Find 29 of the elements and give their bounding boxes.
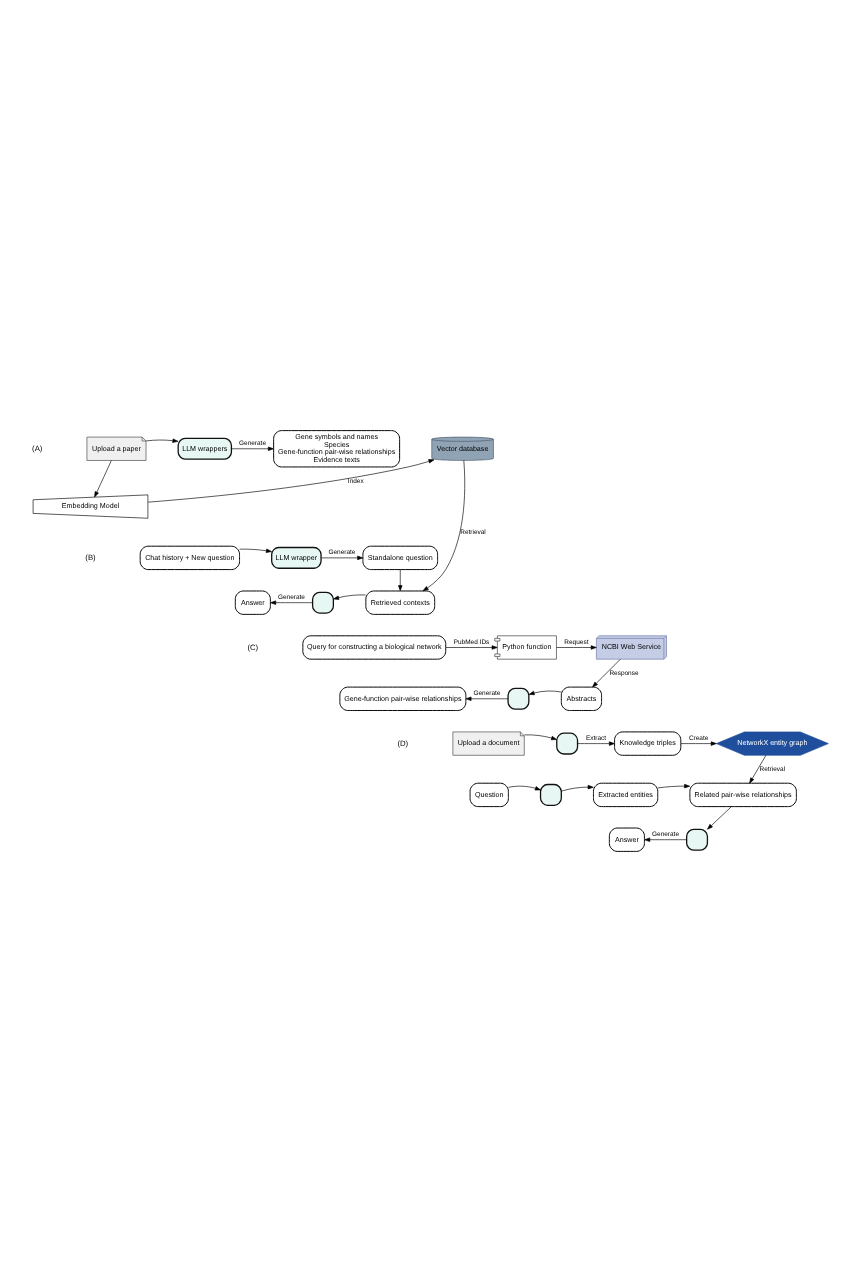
arrow xyxy=(556,644,597,649)
arrow xyxy=(239,547,272,552)
arrow xyxy=(445,644,498,649)
arrow xyxy=(657,783,691,788)
arrow xyxy=(577,740,615,745)
arrow xyxy=(561,783,594,791)
arrow xyxy=(231,445,274,450)
node-box xyxy=(311,590,335,613)
arrow xyxy=(508,784,541,790)
node-box xyxy=(556,731,579,754)
arrow xyxy=(398,568,403,591)
arrow xyxy=(749,754,767,783)
arrow xyxy=(680,740,717,745)
arrow xyxy=(94,459,112,497)
node-box xyxy=(539,782,562,805)
arrow xyxy=(145,437,179,442)
node-box xyxy=(507,686,530,709)
arrow xyxy=(592,657,621,687)
arrow xyxy=(707,805,732,829)
arrow xyxy=(320,554,364,560)
arrow xyxy=(644,836,687,841)
arrow xyxy=(524,733,557,740)
arrow xyxy=(270,599,313,604)
arrow xyxy=(147,458,435,502)
arrow xyxy=(465,695,509,700)
node-box xyxy=(686,827,709,850)
arrow xyxy=(422,459,466,591)
arrow xyxy=(528,689,562,695)
arrow xyxy=(333,593,366,599)
